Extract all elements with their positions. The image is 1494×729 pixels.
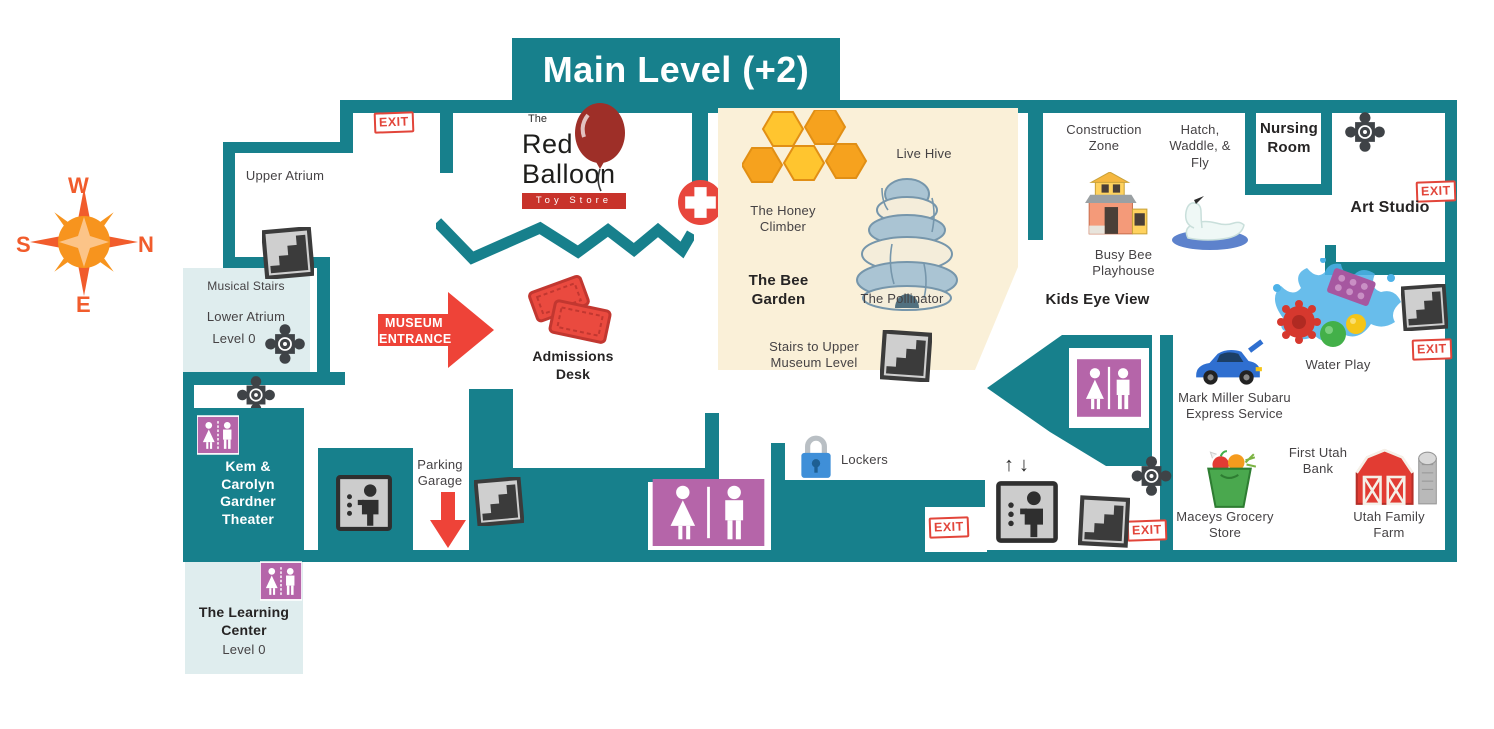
wall xyxy=(513,468,648,562)
elevator-icon xyxy=(336,475,392,531)
compass-south: S xyxy=(16,232,31,257)
bee-garden-label: The Bee Garden xyxy=(748,272,809,308)
admissions-desk-label: Admissions Desk xyxy=(532,348,614,382)
learning-center-level-label: Level 0 xyxy=(222,642,266,657)
wall xyxy=(1325,245,1336,275)
lower-atrium-label: Lower Atrium xyxy=(206,309,286,324)
puzzle-icon xyxy=(1345,112,1385,152)
wall xyxy=(317,257,330,375)
swan-icon xyxy=(1172,196,1248,250)
compass-west: W xyxy=(68,173,89,198)
zigzag-wall xyxy=(436,218,694,265)
honey-climber-label: The Honey Climber xyxy=(750,203,816,235)
art-studio-label: Art Studio xyxy=(1350,199,1430,216)
restroom-icon xyxy=(260,561,302,601)
wall xyxy=(1445,100,1457,562)
restroom-icon xyxy=(197,415,239,455)
maceys-label: Maceys Grocery Store xyxy=(1176,509,1274,541)
exit-sign: EXIT xyxy=(1411,338,1453,361)
level-banner: Main Level (+2) xyxy=(512,38,840,101)
exit-sign: EXIT xyxy=(1126,519,1168,542)
wall xyxy=(1028,100,1043,240)
exit-sign: EXIT xyxy=(928,516,970,539)
water-play-label: Water Play xyxy=(1305,357,1371,372)
restroom-icon xyxy=(652,479,765,546)
stairs-icon xyxy=(1401,284,1448,331)
puzzle-icon xyxy=(265,324,305,364)
gardner-theater-label: Kem & Carolyn Gardner Theater xyxy=(220,458,276,527)
compass-north: N xyxy=(138,232,154,257)
wall xyxy=(1160,335,1173,562)
logo-the: The xyxy=(528,113,547,125)
stairs-icon xyxy=(262,227,314,279)
stairs-upper-label: Stairs to Upper Museum Level xyxy=(769,339,859,371)
wall xyxy=(1321,100,1332,195)
elevator-direction-arrows: ↑↓ xyxy=(1004,454,1034,476)
nursing-room-label: Nursing Room xyxy=(1259,120,1319,156)
red-balloon-toy-store-logo: The Red Balloon Toy Store xyxy=(518,103,634,211)
page-title: Main Level (+2) xyxy=(542,48,810,90)
utah-family-farm-label: Utah Family Farm xyxy=(1353,509,1425,541)
wall xyxy=(648,468,719,482)
lockers-label: Lockers xyxy=(841,452,888,467)
parking-arrow xyxy=(430,492,466,548)
puzzle-icon xyxy=(1131,456,1172,496)
lower-atrium-level-label: Level 0 xyxy=(212,331,256,346)
grocery-bag-icon xyxy=(1207,450,1257,508)
kids-eye-view-label: Kids Eye View xyxy=(1045,291,1150,308)
wall xyxy=(1245,100,1256,195)
water-splash-icon xyxy=(1273,258,1401,347)
compass-east: E xyxy=(76,292,91,317)
busy-bee-label: Busy Bee Playhouse xyxy=(1092,247,1155,279)
upper-atrium-label: Upper Atrium xyxy=(245,168,325,183)
parking-garage-label: Parking Garage xyxy=(417,457,463,489)
compass-rose xyxy=(30,188,138,296)
restroom-icon xyxy=(1077,359,1141,417)
pollinator-label: The Pollinator xyxy=(860,291,944,306)
construction-zone-label: Construction Zone xyxy=(1066,122,1142,154)
hatch-waddle-label: Hatch, Waddle, & Fly xyxy=(1169,122,1231,170)
beehive-icon xyxy=(856,178,958,311)
wall xyxy=(345,100,1457,113)
lock-icon xyxy=(801,435,831,478)
mark-miller-label: Mark Miller Subaru Express Service xyxy=(1178,390,1291,422)
tickets-icon xyxy=(528,274,612,344)
exit-sign: EXIT xyxy=(373,111,415,134)
logo-toy-store: Toy Store xyxy=(522,193,626,209)
logo-red: Red xyxy=(522,129,574,159)
elevator-icon xyxy=(996,481,1058,543)
museum-entrance-label: MUSEUM ENTRANCE xyxy=(379,316,452,346)
wall xyxy=(469,389,513,562)
wall xyxy=(440,100,453,173)
wall xyxy=(1245,184,1332,195)
first-utah-bank-label: First Utah Bank xyxy=(1288,445,1348,477)
wall xyxy=(705,413,719,473)
stairs-icon xyxy=(474,477,524,526)
wall xyxy=(340,100,353,153)
wall xyxy=(183,372,194,562)
balloon-icon xyxy=(575,103,625,192)
stairs-icon xyxy=(880,330,932,382)
wall xyxy=(183,372,345,385)
wall xyxy=(223,142,353,153)
entrance-arrow xyxy=(378,292,494,368)
house-icon xyxy=(1085,172,1148,235)
learning-center-label: The Learning Center xyxy=(198,604,290,638)
wall xyxy=(223,142,235,268)
honeycomb-icon xyxy=(742,110,868,183)
barn-icon xyxy=(1355,448,1437,506)
musical-stairs-label: Musical Stairs xyxy=(207,279,285,293)
stairs-icon xyxy=(1078,495,1130,548)
wall xyxy=(692,100,708,188)
live-hive-label: Live Hive xyxy=(896,146,952,161)
puzzle-icon xyxy=(237,376,275,414)
wall xyxy=(771,443,785,562)
car-icon xyxy=(1196,339,1264,385)
first-aid-icon xyxy=(678,180,723,225)
